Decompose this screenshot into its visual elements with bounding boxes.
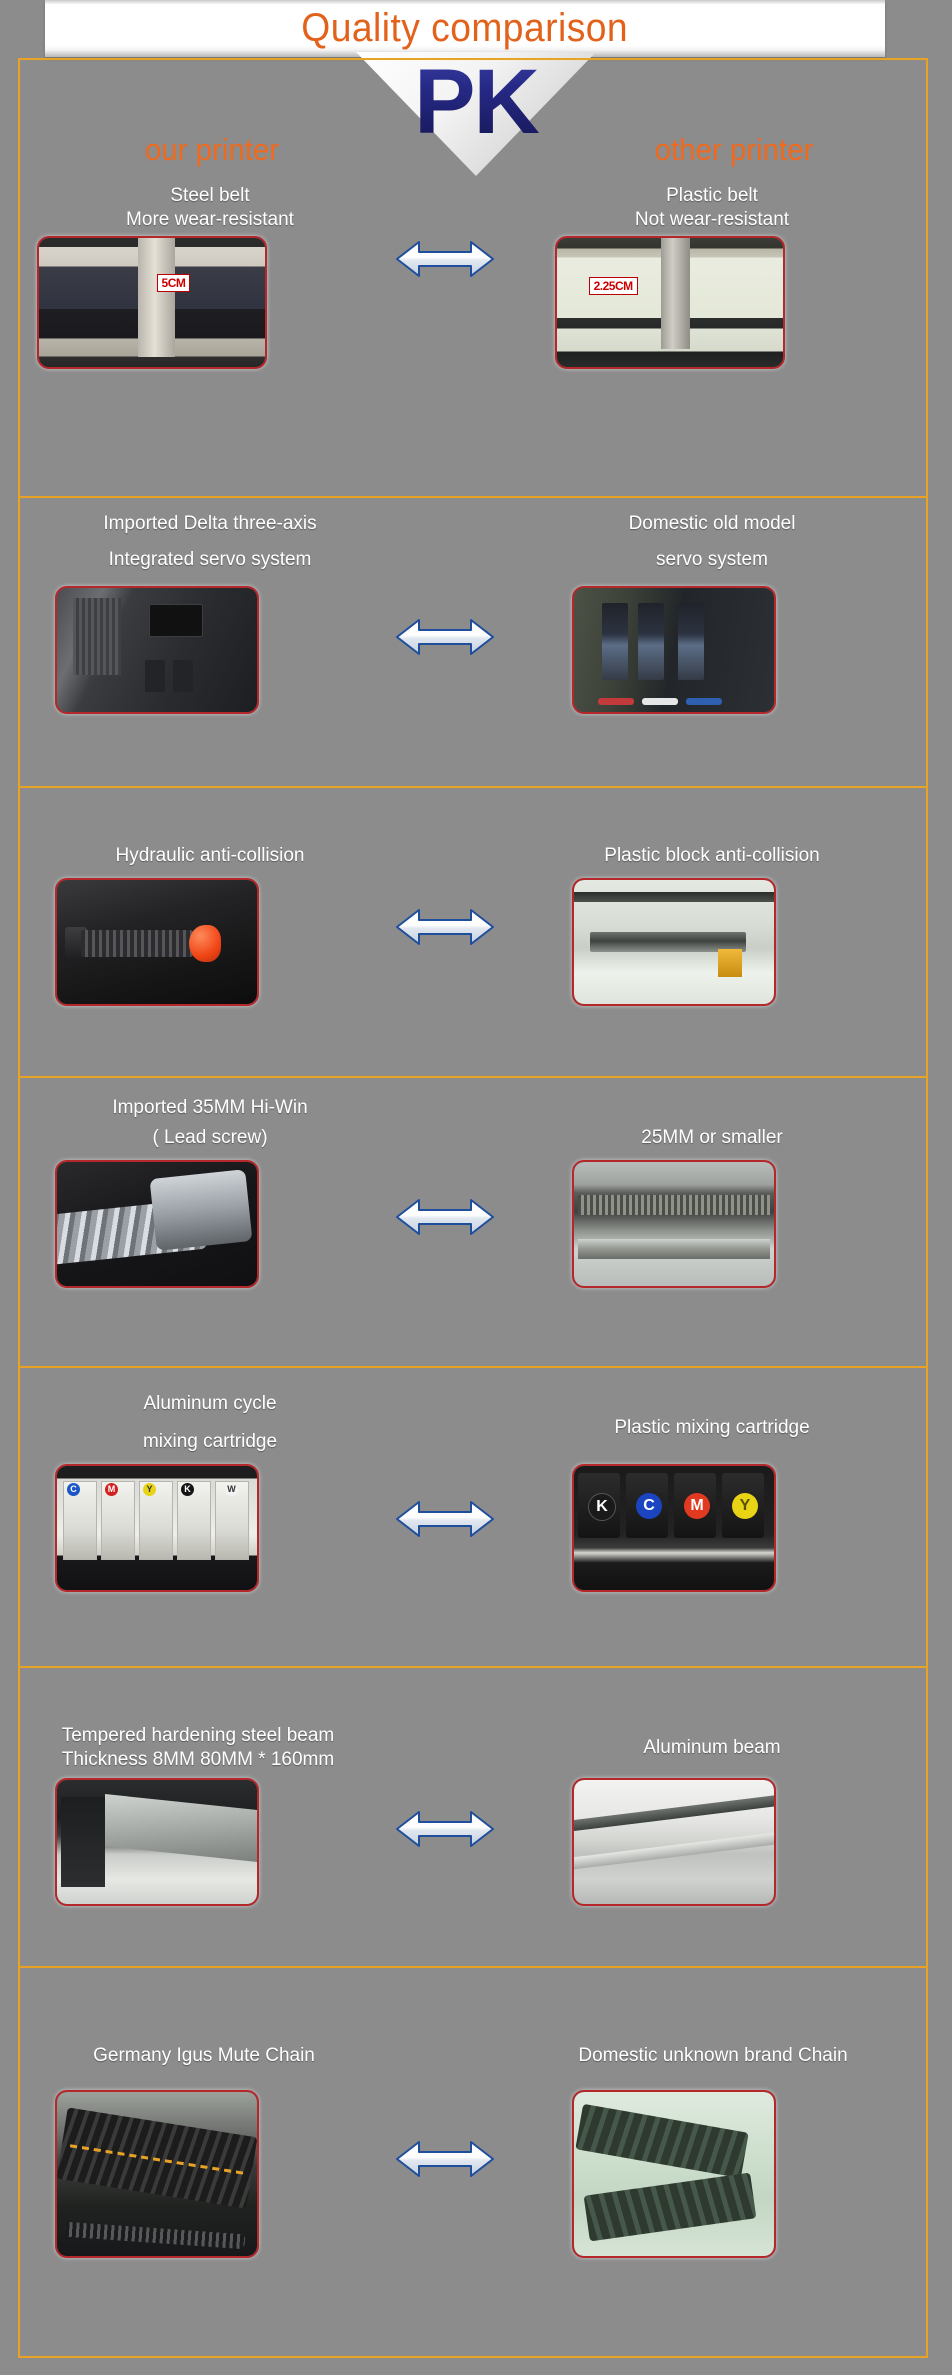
title-banner: Quality comparison	[45, 0, 885, 57]
ruler-overlay	[138, 238, 175, 357]
caption-right-line1: Plastic belt	[666, 185, 758, 206]
rail-detail	[590, 932, 746, 952]
photo-left-steel-beam[interactable]	[55, 1778, 259, 1906]
comparison-arrow-icon	[395, 906, 495, 948]
photo-left-hiwin-lead-screw[interactable]	[55, 1160, 259, 1288]
caption-left-line2: mixing cartridge	[142, 1431, 278, 1452]
caption-left-line1: Tempered hardening steel beam	[61, 1725, 335, 1746]
caption-left-line2: More wear-resistant	[126, 209, 294, 230]
servo-drive-detail	[602, 602, 628, 680]
ink-label-c: C	[636, 1493, 662, 1520]
ink-label-m: M	[684, 1493, 710, 1520]
comparison-row-belt: Steel belt More wear-resistant Plastic b…	[20, 178, 926, 498]
comparison-row-anti-collision: Hydraulic anti-collision Plastic block a…	[20, 788, 926, 1078]
measure-label-right: 2.25CM	[588, 276, 638, 295]
photo-left-steel-belt[interactable]: 5CM	[37, 236, 267, 369]
measure-label-left: 5CM	[156, 274, 191, 293]
ink-label-m: M	[105, 1483, 118, 1497]
comparison-arrow-icon	[395, 2138, 495, 2180]
caption-left-line1: Steel belt	[170, 185, 250, 206]
plastic-block-detail	[718, 949, 742, 977]
screw-nut-detail	[149, 1169, 253, 1252]
comparison-arrow-icon	[395, 1498, 495, 1540]
wire-detail	[642, 698, 678, 705]
column-header-other-printer: other printer	[654, 132, 814, 167]
servo-vent-detail	[73, 597, 121, 675]
ruler-overlay	[660, 238, 691, 349]
red-cap-detail	[189, 924, 221, 962]
photo-left-aluminum-mixing-cartridge[interactable]: C M Y K W	[55, 1464, 259, 1592]
photo-right-unknown-chain[interactable]	[572, 2090, 776, 2258]
caption-left-line1: Imported Delta three-axis	[103, 513, 317, 534]
comparison-arrow-icon	[395, 1196, 495, 1238]
servo-port-detail	[173, 659, 193, 693]
caption-right-line1: Aluminum beam	[643, 1737, 781, 1758]
caption-right-line1: Domestic old model	[628, 513, 796, 534]
caption-left-line1: Imported 35MM Hi-Win	[112, 1097, 308, 1118]
servo-drive-detail	[638, 602, 664, 680]
comparison-row-chain: Germany Igus Mute Chain Domestic unknown…	[20, 1968, 926, 2356]
caption-left-line1: Germany Igus Mute Chain	[93, 2045, 315, 2066]
ink-label-c: C	[67, 1483, 80, 1497]
pk-emblem-label: PK	[356, 50, 596, 154]
ink-label-y: Y	[143, 1483, 156, 1497]
top-bar-detail	[574, 892, 774, 903]
beam-top-edge-detail	[574, 1793, 774, 1832]
photo-left-hydraulic-anti-collision[interactable]	[55, 878, 259, 1006]
photo-right-plastic-block-anti-collision[interactable]	[572, 878, 776, 1006]
ink-label-k: K	[588, 1493, 616, 1522]
servo-display-detail	[149, 604, 203, 638]
ink-label-w: W	[225, 1483, 238, 1497]
wire-detail	[598, 698, 634, 705]
wire-detail	[686, 698, 722, 705]
comparison-frame	[18, 58, 928, 2358]
caption-left-line2: Integrated servo system	[108, 549, 312, 570]
caption-right-line2: Not wear-resistant	[634, 209, 790, 230]
photo-left-igus-chain[interactable]	[55, 2090, 259, 2258]
pk-emblem: PK	[356, 50, 596, 176]
photo-right-small-lead-screw[interactable]	[572, 1160, 776, 1288]
caption-left-line1: Aluminum cycle	[143, 1393, 277, 1414]
column-header-our-printer: our printer	[144, 132, 280, 167]
ink-label-y: Y	[732, 1493, 758, 1520]
caption-left-line1: Hydraulic anti-collision	[115, 845, 305, 866]
comparison-row-lead-screw: Imported 35MM Hi-Win ( Lead screw) 25MM …	[20, 1078, 926, 1368]
rail-detail	[578, 1238, 770, 1259]
column-headers: our printer other printer	[18, 132, 928, 178]
caption-right-line1: Plastic block anti-collision	[604, 845, 820, 866]
photo-left-delta-servo[interactable]	[55, 586, 259, 714]
photo-right-aluminum-beam[interactable]	[572, 1778, 776, 1906]
photo-right-old-servo[interactable]	[572, 586, 776, 714]
caption-right-line2: servo system	[656, 549, 768, 570]
comparison-row-mixing-cartridge: Aluminum cycle mixing cartridge Plastic …	[20, 1368, 926, 1668]
servo-port-detail	[145, 659, 165, 693]
ink-label-k: K	[181, 1483, 194, 1497]
caption-left-line2: Thickness 8MM 80MM * 160mm	[61, 1749, 335, 1770]
cartridge-cell	[215, 1480, 249, 1560]
servo-drive-detail	[678, 602, 704, 680]
beam-detail	[105, 1794, 257, 1863]
linear-rail-detail	[574, 1830, 774, 1871]
caption-right-line1: Domestic unknown brand Chain	[578, 2045, 848, 2066]
photo-right-plastic-belt[interactable]: 2.25CM	[555, 236, 785, 369]
photo-right-plastic-mixing-cartridge[interactable]: K C M Y	[572, 1464, 776, 1592]
cable-chain-lower-detail	[583, 2172, 757, 2242]
lead-screw-detail	[64, 2221, 246, 2250]
caption-right-line1: 25MM or smaller	[641, 1127, 783, 1148]
threaded-bolt-detail	[81, 929, 193, 957]
caption-left-line2: ( Lead screw)	[152, 1127, 268, 1148]
cable-chain-upper-detail	[575, 2103, 749, 2179]
thread-detail	[578, 1195, 770, 1216]
caption-right-line1: Plastic mixing cartridge	[614, 1417, 810, 1438]
comparison-row-beam: Tempered hardening steel beam Thickness …	[20, 1668, 926, 1968]
page-title: Quality comparison	[301, 6, 629, 50]
comparison-row-servo: Imported Delta three-axis Integrated ser…	[20, 498, 926, 788]
comparison-arrow-icon	[395, 238, 495, 280]
mount-block-detail	[61, 1797, 105, 1887]
comparison-arrow-icon	[395, 616, 495, 658]
comparison-arrow-icon	[395, 1808, 495, 1850]
